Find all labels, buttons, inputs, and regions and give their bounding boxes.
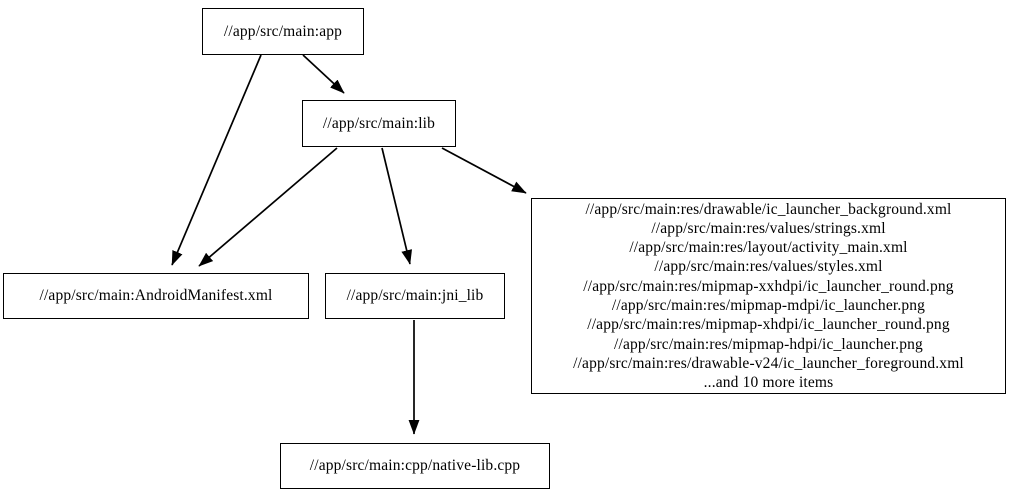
edge-app-to-lib <box>302 54 345 94</box>
node-android-manifest[interactable]: //app/src/main:AndroidManifest.xml <box>3 273 309 319</box>
edge-lib-to-manifest <box>198 147 338 267</box>
node-res-group[interactable]: //app/src/main:res/drawable/ic_launcher_… <box>531 198 1006 394</box>
node-app-label: //app/src/main:app <box>223 22 343 40</box>
node-native-lib-cpp-label: //app/src/main:cpp/native-lib.cpp <box>309 457 521 475</box>
node-jni-lib[interactable]: //app/src/main:jni_lib <box>325 273 505 319</box>
edge-app-to-manifest <box>171 54 262 266</box>
edge-lib-to-res-group <box>441 147 527 194</box>
node-jni-lib-label: //app/src/main:jni_lib <box>346 287 484 305</box>
node-android-manifest-label: //app/src/main:AndroidManifest.xml <box>39 287 273 305</box>
node-native-lib-cpp[interactable]: //app/src/main:cpp/native-lib.cpp <box>280 443 550 489</box>
node-lib[interactable]: //app/src/main:lib <box>302 100 456 147</box>
node-lib-label: //app/src/main:lib <box>322 114 436 132</box>
node-app[interactable]: //app/src/main:app <box>202 8 364 55</box>
edge-lib-to-jni-lib <box>381 147 413 265</box>
node-res-group-label: //app/src/main:res/drawable/ic_launcher_… <box>573 200 964 392</box>
